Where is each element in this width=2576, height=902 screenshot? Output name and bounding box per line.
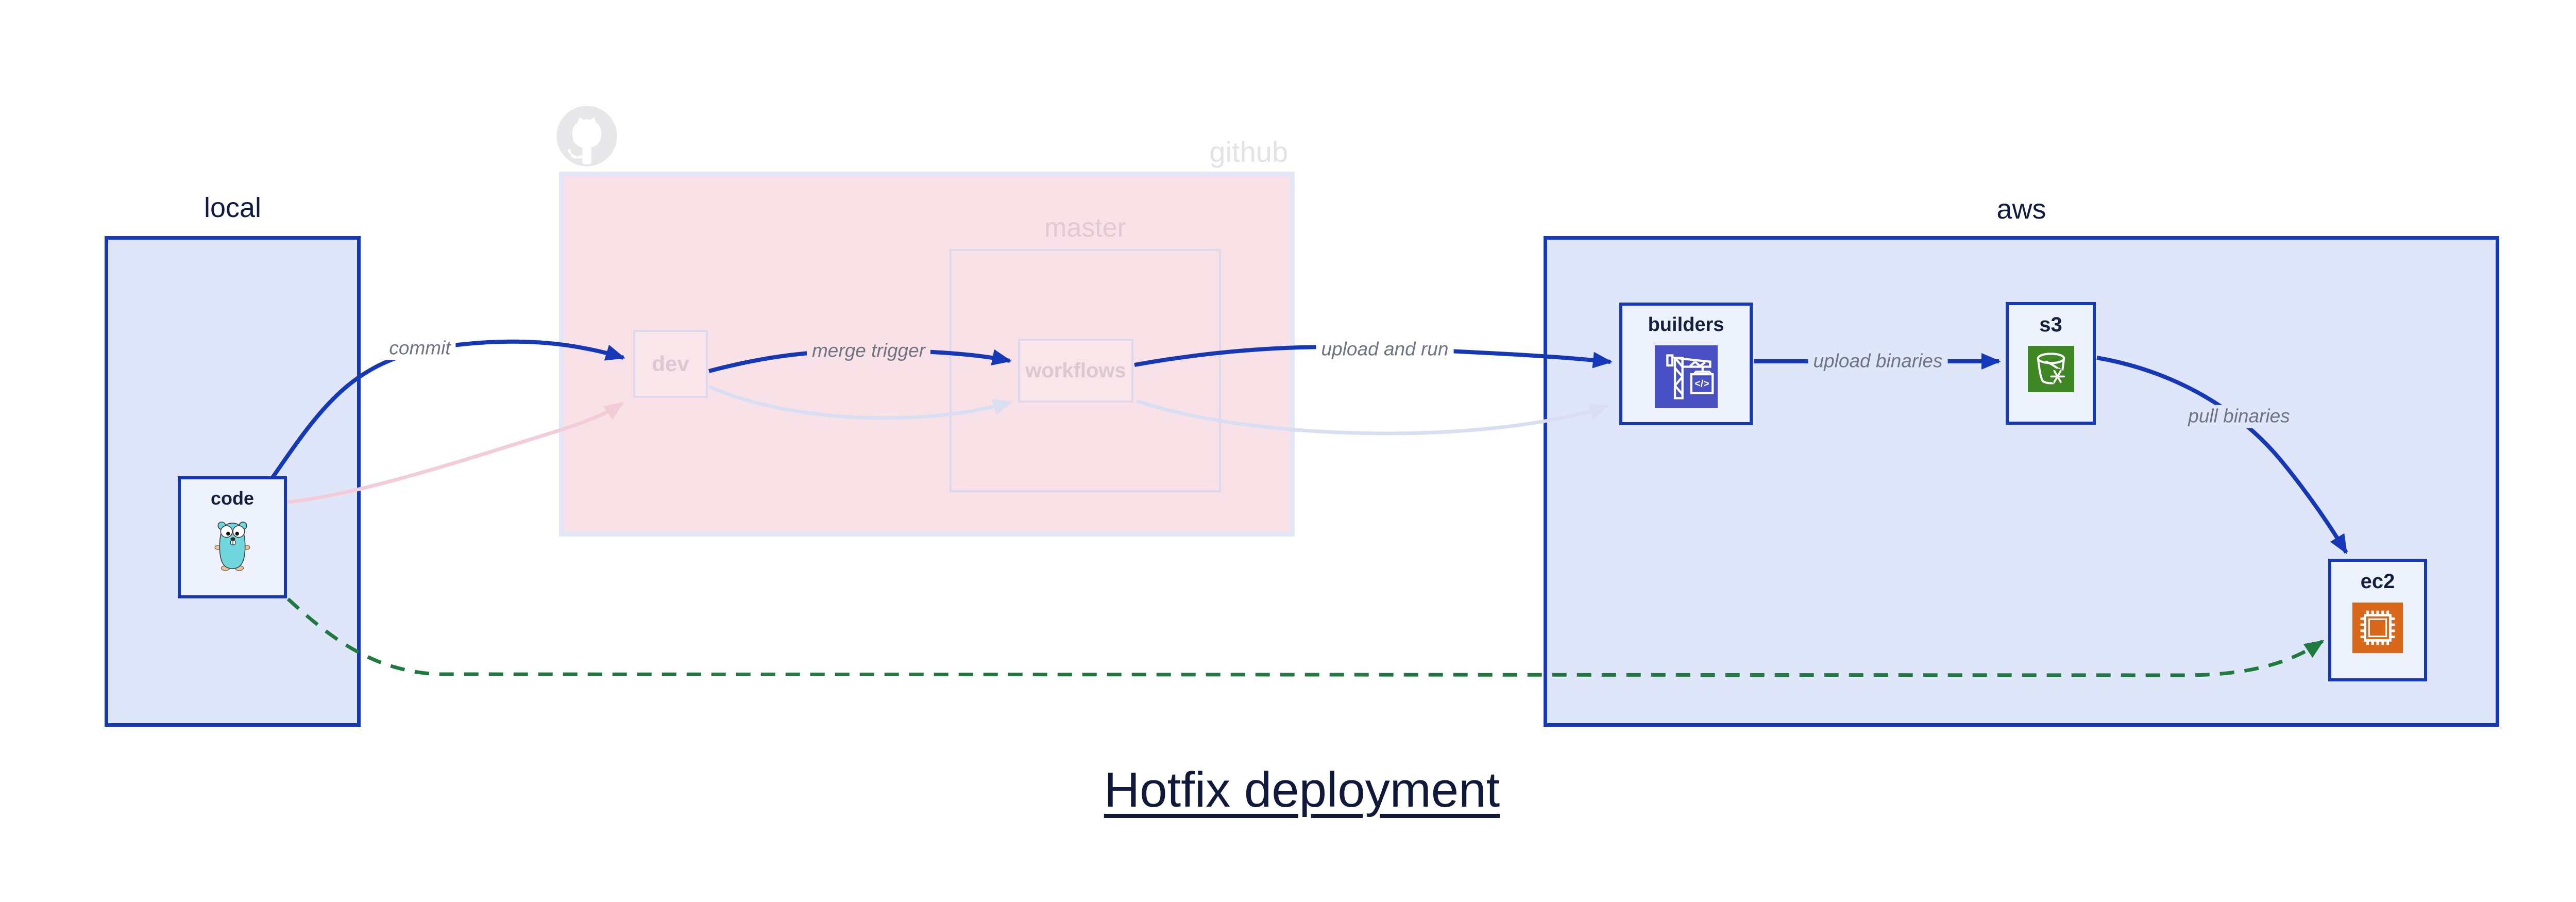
node-dev-label: dev (652, 352, 689, 376)
node-builders-label: builders (1648, 314, 1724, 336)
edge-label-merge-trigger: merge trigger (806, 339, 931, 363)
aws-codebuild-crane-icon: </> (1654, 345, 1718, 408)
github-group-label: github (1209, 136, 1288, 168)
node-ec2-label: ec2 (2360, 570, 2395, 593)
diagram-title: Hotfix deployment (1104, 762, 1500, 817)
node-dev: dev (633, 330, 708, 398)
edge-label-pull-binaries: pull binaries (2183, 405, 2295, 428)
aws-s3-glacier-bucket-icon (2027, 346, 2074, 392)
node-workflows: workflows (1018, 339, 1133, 403)
edge-label-upload-and-run: upload and run (1316, 338, 1454, 361)
edge-label-commit: commit (384, 337, 456, 360)
node-ec2: ec2 (2328, 559, 2427, 681)
node-workflows-label: workflows (1025, 359, 1126, 382)
aws-group-label: aws (1996, 194, 2046, 225)
local-group-label: local (204, 192, 262, 223)
edge-label-upload-binaries: upload binaries (1808, 349, 1948, 373)
aws-ec2-chip-icon (2352, 603, 2403, 653)
node-builders: builders </> (1619, 303, 1753, 425)
go-gopher-icon (214, 521, 250, 571)
node-code-label: code (210, 488, 255, 509)
master-branch-label: master (1044, 213, 1126, 243)
node-code: code (178, 476, 287, 598)
node-s3: s3 (2006, 302, 2096, 425)
node-s3-label: s3 (2039, 313, 2062, 336)
svg-text:</>: </> (1694, 378, 1709, 390)
github-octocat-icon (556, 106, 617, 166)
